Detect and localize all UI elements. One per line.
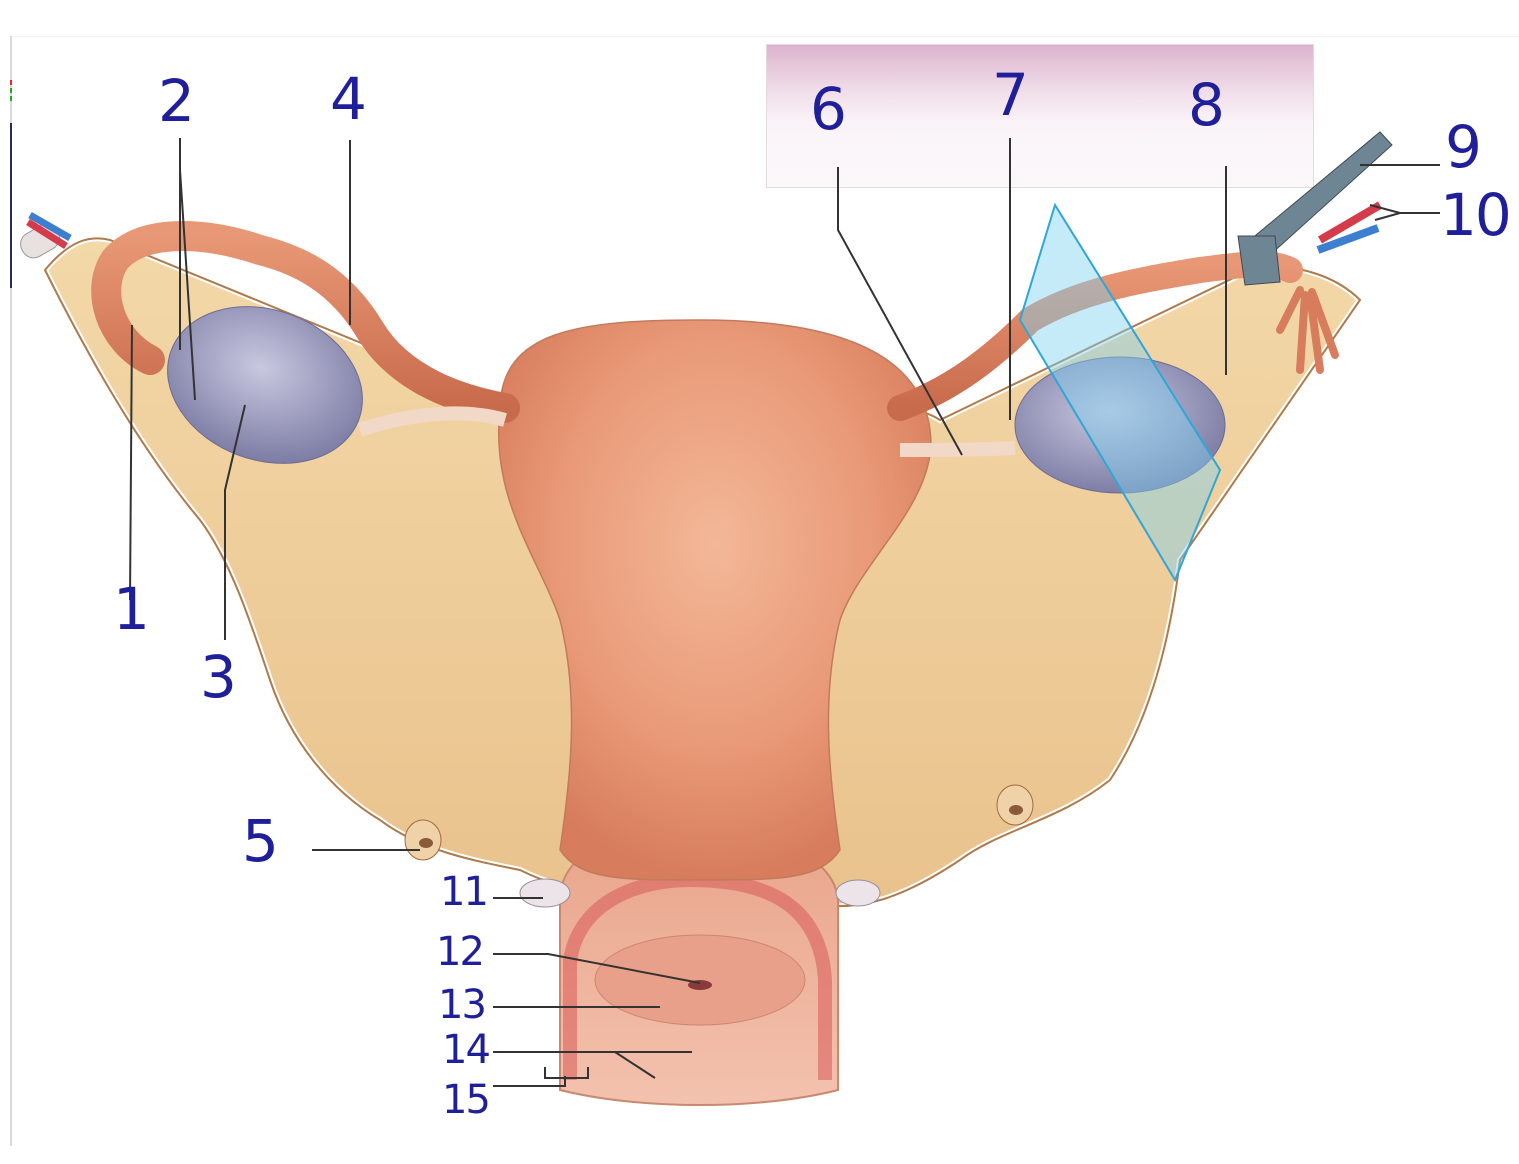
edge-marker-green-2 <box>10 96 12 101</box>
left-ovary <box>167 306 363 464</box>
label-11: 11 <box>440 869 489 915</box>
page-top-border <box>12 36 1519 37</box>
leader-lines <box>129 138 1440 1087</box>
label-12: 12 <box>436 929 485 975</box>
right-uterine-tube <box>887 251 1303 421</box>
edge-marker-green <box>10 88 12 93</box>
label-14: 14 <box>442 1027 491 1073</box>
label-9: 9 <box>1445 113 1482 181</box>
uterus <box>498 319 932 881</box>
label-5: 5 <box>242 807 279 875</box>
label-6: 6 <box>810 75 847 143</box>
label-3: 3 <box>200 643 237 711</box>
ureter-stump-left <box>519 878 571 908</box>
round-ligament-right <box>996 784 1034 826</box>
label-10: 10 <box>1440 181 1512 249</box>
left-vessels <box>20 211 72 259</box>
label-1: 1 <box>113 575 150 643</box>
label-4: 4 <box>330 65 367 133</box>
edge-marker-red <box>10 80 12 85</box>
label-15: 15 <box>442 1077 491 1123</box>
label-banner-box <box>766 44 1314 188</box>
ureter-stump-right <box>835 879 881 907</box>
suspensory-ligament-vessels <box>1316 201 1383 254</box>
left-uterine-tube <box>91 221 520 423</box>
label-8: 8 <box>1188 71 1225 139</box>
label-7: 7 <box>992 61 1029 129</box>
section-plane <box>1018 202 1222 583</box>
label-2: 2 <box>158 67 195 135</box>
left-edge-scrollbar[interactable] <box>10 36 12 1146</box>
scrollbar-thumb[interactable] <box>10 123 12 288</box>
fimbriae <box>1276 286 1339 374</box>
label-13: 13 <box>438 982 487 1028</box>
right-ovary <box>1014 356 1226 494</box>
